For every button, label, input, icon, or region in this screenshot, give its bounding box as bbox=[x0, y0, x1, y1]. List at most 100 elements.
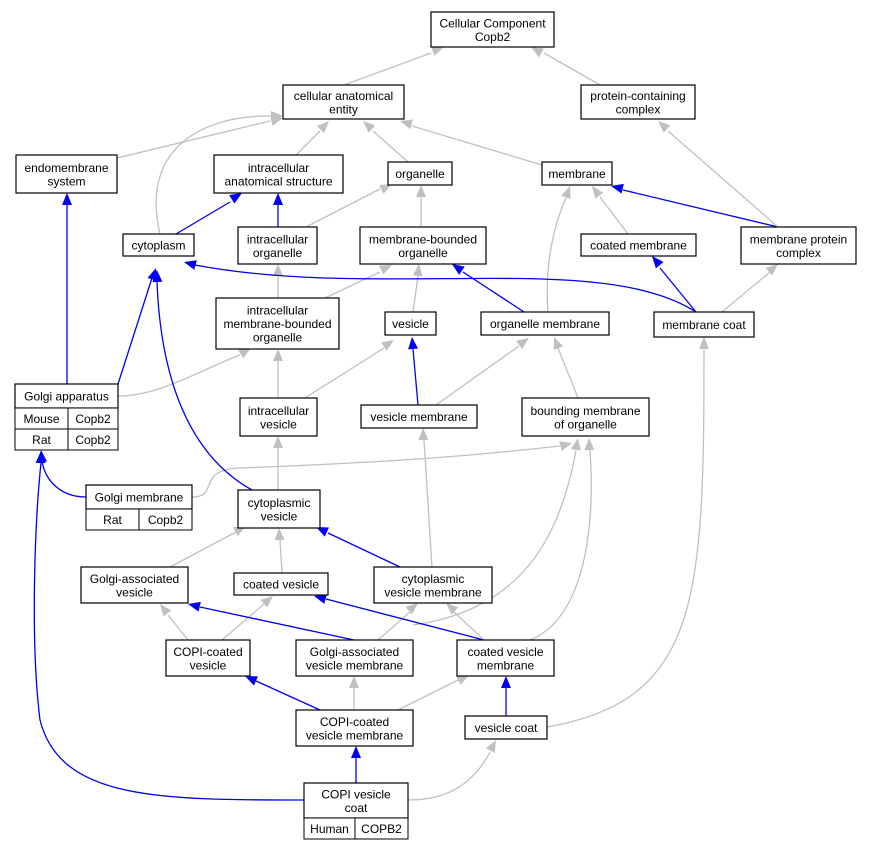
term-label: protein-containing bbox=[590, 89, 685, 103]
arrowhead bbox=[584, 438, 595, 451]
term-node-organelle[interactable]: organelle bbox=[387, 161, 453, 186]
edge-line bbox=[221, 603, 265, 641]
arrowhead bbox=[501, 676, 511, 688]
edge-cvmem-to-coatedv bbox=[314, 594, 485, 641]
term-label: intracellular bbox=[247, 304, 308, 318]
edge-line bbox=[117, 277, 153, 385]
edge-line bbox=[295, 130, 321, 156]
edge-membrane-to-cae bbox=[400, 119, 543, 166]
term-node-vesicle[interactable]: vesicle bbox=[384, 311, 437, 336]
term-label: organelle bbox=[253, 246, 303, 260]
term-label: Golgi-associated bbox=[90, 572, 179, 586]
annotation-cell-bg bbox=[67, 428, 119, 451]
edge-line bbox=[546, 197, 567, 313]
edge-mc-to-mpc bbox=[721, 264, 778, 313]
arrowhead bbox=[699, 337, 709, 349]
edge-line bbox=[546, 347, 705, 728]
term-box bbox=[237, 489, 321, 529]
edge-line bbox=[41, 460, 87, 498]
edge-cv-to-iv bbox=[273, 436, 283, 490]
edge-vm-to-vesicle bbox=[408, 337, 419, 406]
annotation-cell-bg bbox=[354, 817, 409, 840]
edge-golgi-to-cytoplasm bbox=[117, 268, 158, 385]
term-node-vcoat[interactable]: vesicle coat bbox=[464, 715, 548, 740]
edge-line bbox=[667, 130, 779, 228]
term-box bbox=[233, 572, 329, 596]
edge-io-to-organelle bbox=[305, 184, 392, 228]
arrowhead bbox=[349, 676, 359, 688]
edge-line bbox=[529, 449, 592, 641]
edge-golgi-to-imbo bbox=[117, 348, 251, 397]
term-label: vesicle bbox=[116, 585, 153, 599]
edge-line bbox=[659, 267, 697, 313]
term-box bbox=[430, 11, 555, 48]
term-node-cytoplasm[interactable]: cytoplasm bbox=[122, 233, 195, 257]
term-label: vesicle bbox=[392, 317, 429, 331]
arrowhead bbox=[35, 451, 46, 464]
term-label: coated membrane bbox=[590, 239, 687, 253]
term-label: membrane coat bbox=[662, 318, 746, 332]
edge-iv-to-vesicle bbox=[304, 340, 394, 399]
edge-om-to-membrane bbox=[546, 186, 571, 313]
edge-layer bbox=[33, 46, 779, 801]
term-label: COPI-coated bbox=[173, 645, 242, 659]
term-box bbox=[480, 311, 610, 336]
arrowhead bbox=[314, 594, 327, 604]
term-node-om[interactable]: organelle membrane bbox=[480, 311, 610, 336]
term-label: Golgi membrane bbox=[95, 491, 184, 505]
term-box bbox=[295, 709, 414, 747]
term-node-mc[interactable]: membrane coat bbox=[653, 311, 755, 338]
term-node-cm[interactable]: coated membrane bbox=[580, 233, 697, 257]
term-node-vm[interactable]: vesicle membrane bbox=[360, 404, 478, 429]
term-label: vesicle membrane bbox=[306, 658, 404, 672]
arrowhead bbox=[452, 264, 465, 275]
arrowhead bbox=[456, 675, 469, 685]
term-box bbox=[213, 154, 344, 194]
edge-line bbox=[304, 347, 385, 399]
term-label: cytoplasm bbox=[131, 239, 185, 253]
term-label: entity bbox=[329, 102, 358, 116]
term-label: vesicle membrane bbox=[384, 585, 482, 599]
term-node-coatedv[interactable]: coated vesicle bbox=[233, 572, 329, 596]
edge-line bbox=[453, 611, 485, 641]
term-node-membrane[interactable]: membrane bbox=[541, 161, 613, 186]
edge-golgi-to-endo bbox=[62, 193, 72, 384]
term-box bbox=[521, 397, 650, 437]
arrowhead bbox=[405, 603, 418, 615]
edge-mbo-to-organelle bbox=[416, 185, 426, 227]
arrowhead bbox=[273, 436, 283, 448]
term-label: Golgi-associated bbox=[310, 645, 399, 659]
term-label: coated vesicle bbox=[467, 645, 543, 659]
edge-line bbox=[325, 598, 485, 641]
term-label: membrane bbox=[477, 658, 535, 672]
arrowhead bbox=[765, 264, 778, 276]
term-label: cytoplasmic bbox=[402, 572, 465, 586]
term-label: Copb2 bbox=[475, 30, 511, 44]
arrowhead bbox=[271, 111, 283, 121]
edge-mpc-to-membrane bbox=[611, 183, 779, 228]
arrowhead bbox=[485, 740, 496, 753]
edge-io-to-ias bbox=[273, 193, 283, 227]
arrowhead bbox=[416, 185, 426, 197]
